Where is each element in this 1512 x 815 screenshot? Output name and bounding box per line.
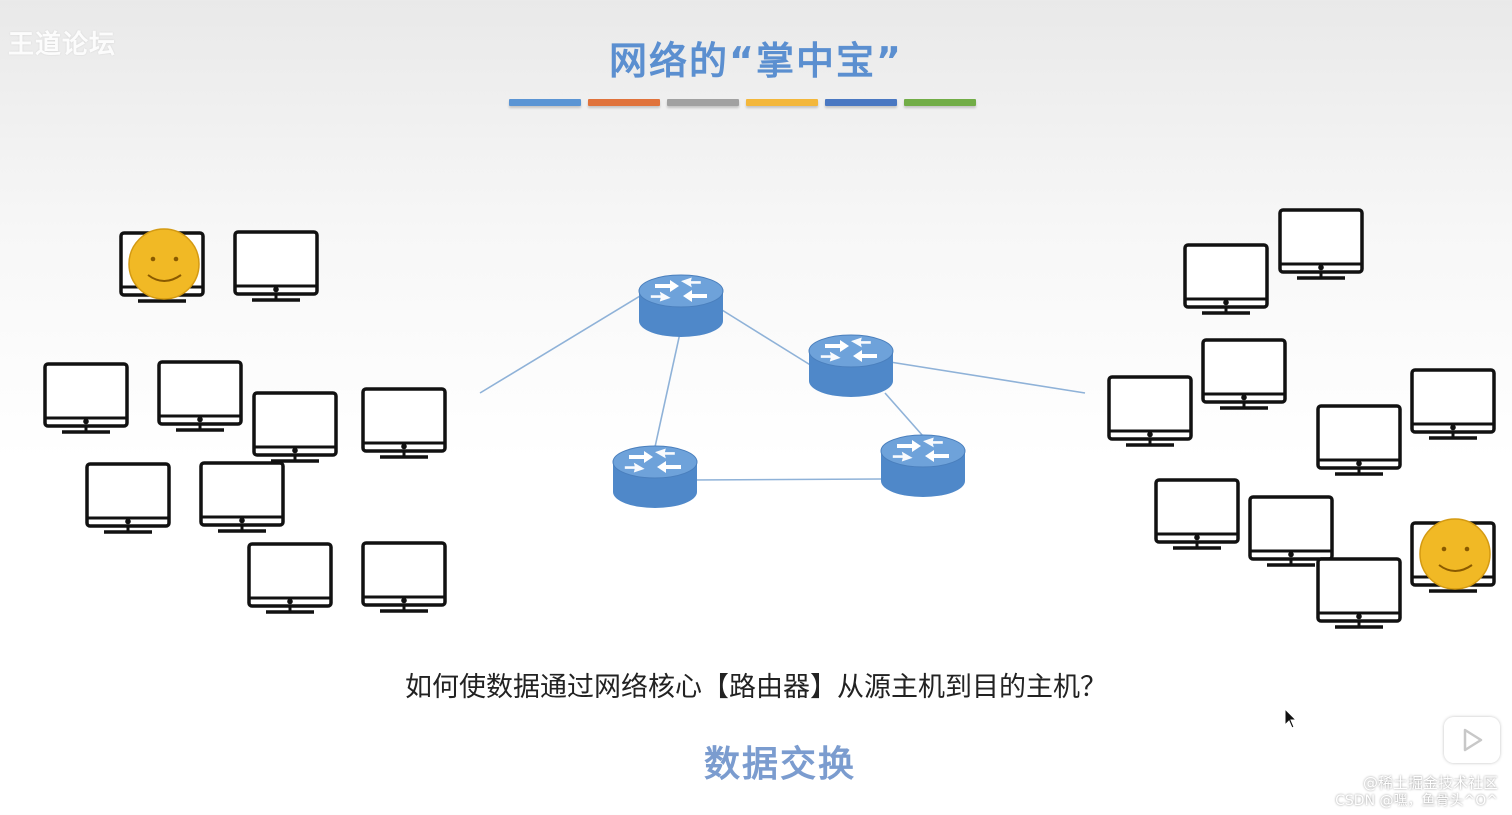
desktop-monitor-icon (1248, 495, 1334, 567)
desktop-monitor-icon (1107, 375, 1193, 447)
color-bar-segment (509, 99, 581, 106)
desktop-monitor-icon (1154, 478, 1240, 550)
color-bar-segment (904, 99, 976, 106)
watermark-logo: 王道论坛 (8, 30, 117, 60)
desktop-monitor-icon (361, 387, 447, 459)
desktop-monitor-icon (252, 391, 338, 463)
credit-csdn: CSDN @嘿，鱼骨头^O^ (1335, 793, 1498, 809)
network-links (479, 295, 1086, 481)
smiley-face-icon (1419, 518, 1491, 590)
host-with-user-icon (1410, 518, 1496, 593)
host-with-user-icon (119, 228, 205, 303)
play-icon (1463, 728, 1483, 752)
color-bar-segment (746, 99, 818, 106)
desktop-monitor-icon (361, 541, 447, 613)
router-icon (880, 434, 966, 497)
desktop-monitor-icon (1410, 368, 1496, 440)
router-icon (612, 445, 698, 508)
desktop-monitor-icon (1278, 208, 1364, 280)
network-link (689, 478, 883, 481)
question-text: 如何使数据通过网络核心【路由器】从源主机到目的主机？ (405, 672, 1107, 703)
router-icon (808, 334, 894, 397)
credit-juejin: @稀土掘金技术社区 (1362, 774, 1498, 792)
desktop-monitor-icon (157, 360, 243, 432)
mouse-cursor-icon (1284, 708, 1298, 729)
network-link (721, 309, 813, 367)
desktop-monitor-icon (1183, 243, 1269, 315)
network-link (884, 392, 924, 437)
desktop-monitor-icon (233, 230, 319, 302)
desktop-monitor-icon (247, 542, 333, 614)
desktop-monitor-icon (43, 362, 129, 434)
play-button[interactable] (1444, 717, 1500, 763)
color-bar-segment (588, 99, 660, 106)
title-color-bar (509, 99, 976, 106)
routers (612, 274, 966, 508)
network-link (479, 295, 641, 394)
desktop-monitor-icon (1316, 404, 1402, 476)
desktop-monitor-icon (1316, 557, 1402, 629)
desktop-monitor-icon (1201, 338, 1287, 410)
color-bar-segment (667, 99, 739, 106)
network-link (654, 332, 681, 448)
network-link (889, 361, 1086, 394)
desktop-monitor-icon (199, 461, 285, 533)
router-icon (638, 274, 724, 337)
answer-text: 数据交换 (703, 744, 856, 785)
slide-title: 网络的“掌中宝” (609, 39, 903, 83)
desktop-monitor-icon (85, 462, 171, 534)
color-bar-segment (825, 99, 897, 106)
hosts (43, 208, 1496, 629)
smiley-face-icon (128, 228, 200, 300)
